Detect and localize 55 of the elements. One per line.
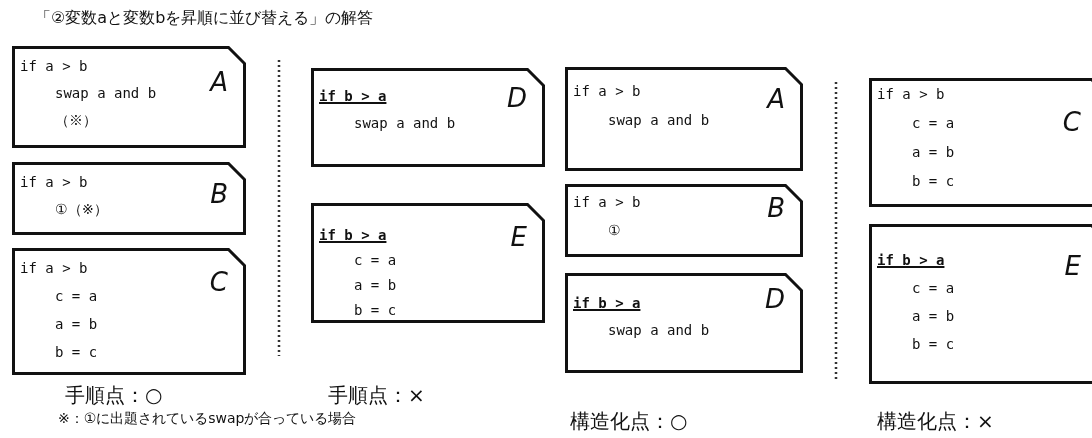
code-card — [12, 46, 246, 148]
code-line: if a > b — [20, 260, 88, 276]
code-line: if a > b — [20, 174, 88, 190]
score-label: 手順点：× — [328, 382, 425, 409]
code-line: c = a — [912, 280, 955, 296]
code-line: if a > b — [877, 86, 945, 102]
code-card — [565, 273, 803, 373]
code-line: c = a — [354, 252, 397, 268]
card-letter: B — [767, 194, 785, 222]
code-card — [311, 203, 545, 323]
score-label: 構造化点：× — [877, 408, 994, 435]
code-line: a = b — [55, 316, 98, 332]
code-line: c = a — [912, 115, 955, 131]
code-line: swap a and b — [608, 322, 710, 338]
code-line: a = b — [912, 144, 955, 160]
card-letter: C — [209, 268, 228, 296]
code-line: if b > a — [877, 252, 945, 268]
score-label: 構造化点：○ — [570, 408, 688, 435]
code-line: ①（※） — [55, 201, 108, 217]
code-line: b = c — [912, 173, 955, 189]
code-line: ① — [608, 222, 621, 238]
code-line: if b > a — [319, 227, 387, 243]
code-line: swap a and b — [608, 112, 710, 128]
code-line: swap a and b — [354, 115, 456, 131]
code-line: if a > b — [20, 58, 88, 74]
card-letter: B — [210, 180, 228, 208]
code-card — [12, 248, 246, 375]
title: 「②変数aと変数bを昇順に並び替える」の解答 — [35, 8, 374, 29]
code-line: if a > b — [573, 194, 641, 210]
code-line: b = c — [354, 302, 397, 318]
code-line: a = b — [912, 308, 955, 324]
code-card — [12, 162, 246, 235]
card-letter: E — [510, 223, 527, 251]
code-card — [869, 78, 1092, 207]
card-letter: D — [764, 285, 785, 313]
card-letter: E — [1064, 252, 1081, 280]
score-label: 手順点：○ — [65, 382, 163, 409]
code-line: a = b — [354, 277, 397, 293]
code-line: swap a and b — [55, 85, 157, 101]
code-line: c = a — [55, 288, 98, 304]
code-line: b = c — [55, 344, 98, 360]
code-line: if b > a — [573, 295, 641, 311]
footnote: ※：①に出題されているswapが合っている場合 — [58, 410, 357, 428]
code-card — [311, 68, 545, 167]
code-card — [869, 224, 1092, 384]
code-line: b = c — [912, 336, 955, 352]
code-card — [565, 184, 803, 257]
card-letter: A — [210, 68, 228, 96]
code-card — [565, 67, 803, 171]
code-line: if a > b — [573, 83, 641, 99]
card-letter: C — [1062, 108, 1081, 136]
card-letter: A — [767, 85, 785, 113]
code-line: if b > a — [319, 88, 387, 104]
card-letter: D — [506, 84, 527, 112]
code-line: （※） — [55, 112, 97, 128]
